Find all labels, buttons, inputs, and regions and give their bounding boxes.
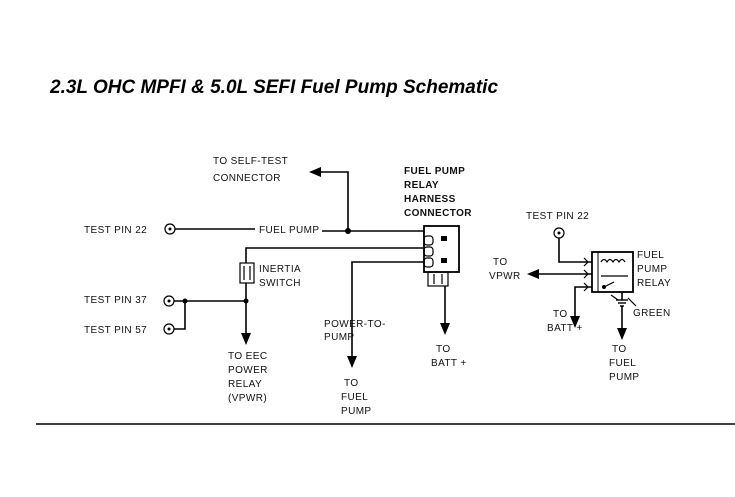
- to-batt-label-1: TO: [436, 344, 451, 355]
- harness-label-2: RELAY: [404, 180, 439, 191]
- to-fuel-pump-label-2: FUEL: [341, 392, 368, 403]
- test-pin-57-label: TEST PIN 57: [84, 325, 147, 336]
- power-to-pump-label-1: POWER-TO-: [324, 319, 386, 330]
- diagram-title: 2.3L OHC MPFI & 5.0L SEFI Fuel Pump Sche…: [49, 77, 498, 98]
- power-to-pump-label-2: PUMP: [324, 332, 355, 343]
- right-to-fuel-pump-label-1: TO: [612, 344, 627, 355]
- to-vpwr-label-1: TO: [493, 257, 508, 268]
- eec-arrow: [241, 333, 251, 345]
- fuel-pump-relay: [591, 251, 634, 293]
- right-to-fuel-pump-label-3: PUMP: [609, 372, 640, 383]
- to-vpwr-label-2: VPWR: [489, 271, 521, 282]
- batt-arrow-left: [440, 323, 450, 335]
- relay-label-1: FUEL: [637, 250, 664, 261]
- to-fuel-pump-label-1: TO: [344, 378, 359, 389]
- eec-label-2: POWER: [228, 365, 268, 376]
- self-test-wire: [309, 167, 351, 234]
- inertia-switch-label-2: SWITCH: [259, 278, 301, 289]
- test-pin-22-label: TEST PIN 22: [84, 225, 147, 236]
- right-fuel-pump-arrow: [617, 328, 627, 340]
- test-pin-37-label: TEST PIN 37: [84, 295, 147, 306]
- relay-label-2: PUMP: [637, 264, 668, 275]
- right-to-fuel-pump-label-2: FUEL: [609, 358, 636, 369]
- to-fuel-pump-label-3: PUMP: [341, 406, 372, 417]
- test-pin-22-right-label: TEST PIN 22: [526, 211, 589, 222]
- self-test-label-1: TO SELF-TEST: [213, 156, 288, 167]
- green-label: GREEN: [633, 308, 671, 319]
- fuel-pump-relay-harness-connector: [423, 225, 460, 287]
- power-to-pump-arrow: [347, 356, 357, 368]
- right-batt-label-2: BATT +: [547, 323, 583, 334]
- ground-symbol: [610, 292, 637, 307]
- relay-label-3: RELAY: [637, 278, 671, 289]
- vpwr-arrow: [527, 269, 539, 279]
- eec-label-4: (VPWR): [228, 393, 267, 404]
- fuel-pump-wire-label: FUEL PUMP: [259, 225, 319, 236]
- inertia-switch: [239, 262, 255, 284]
- self-test-label-2: CONNECTOR: [213, 173, 281, 184]
- harness-label-1: FUEL PUMP: [404, 166, 465, 177]
- batt-arrow-right: [570, 316, 580, 328]
- to-batt-label-2: BATT +: [431, 358, 467, 369]
- right-batt-label-1: TO: [553, 309, 568, 320]
- inertia-switch-label-1: INERTIA: [259, 264, 301, 275]
- eec-label-1: TO EEC: [228, 351, 267, 362]
- harness-label-3: HARNESS: [404, 194, 456, 205]
- harness-label-4: CONNECTOR: [404, 208, 472, 219]
- eec-label-3: RELAY: [228, 379, 262, 390]
